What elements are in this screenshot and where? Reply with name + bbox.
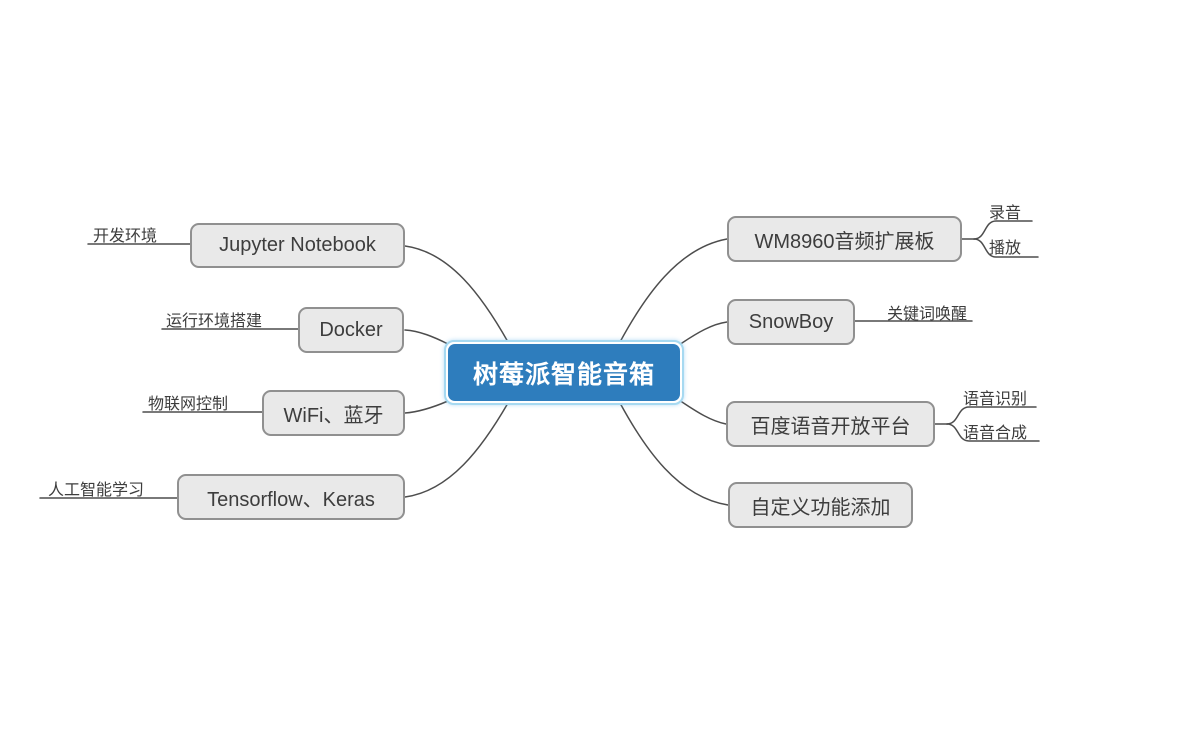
subtopic-iot-control[interactable]: 物联网控制 (148, 396, 229, 413)
topic-docker[interactable]: Docker (298, 307, 404, 353)
central-topic[interactable]: 树莓派智能音箱 (444, 340, 684, 405)
connector-root-to-tensorflow (404, 402, 509, 498)
connector-root-to-jupyter (404, 245, 509, 343)
topic-wifi-bluetooth[interactable]: WiFi、蓝牙 (262, 390, 405, 436)
connector-root-to-baidu (681, 401, 727, 425)
subtopic-keyword-wakeup[interactable]: 关键词唤醒 (887, 306, 968, 323)
subtopic-dev-environment[interactable]: 开发环境 (93, 228, 158, 245)
label-line-speech-synthesis (946, 423, 1040, 442)
subtopic-runtime-setup[interactable]: 运行环境搭建 (166, 313, 263, 330)
connector-root-to-wifi (404, 400, 449, 414)
label-line-speech-recognition (946, 406, 1037, 425)
connector-root-to-wm8960 (619, 238, 728, 343)
central-topic-label: 树莓派智能音箱 (448, 344, 680, 401)
topic-baidu-voice-platform[interactable]: 百度语音开放平台 (726, 401, 935, 447)
subtopic-speech-recognition[interactable]: 语音识别 (963, 391, 1028, 408)
label-line-playback (973, 238, 1039, 258)
topic-custom-functions[interactable]: 自定义功能添加 (728, 482, 913, 528)
topic-wm8960-board[interactable]: WM8960音频扩展板 (727, 216, 962, 262)
connector-root-to-custom (619, 402, 729, 506)
subtopic-ai-learning[interactable]: 人工智能学习 (48, 482, 145, 499)
label-line-recording (973, 220, 1033, 240)
connector-root-to-docker (404, 329, 449, 345)
connector-root-to-snowboy (681, 321, 728, 344)
topic-tensorflow-keras[interactable]: Tensorflow、Keras (177, 474, 405, 520)
topic-snowboy[interactable]: SnowBoy (727, 299, 855, 345)
subtopic-playback[interactable]: 播放 (989, 240, 1022, 257)
topic-jupyter-notebook[interactable]: Jupyter Notebook (190, 223, 405, 268)
subtopic-speech-synthesis[interactable]: 语音合成 (963, 425, 1028, 442)
subtopic-recording[interactable]: 录音 (989, 205, 1022, 222)
